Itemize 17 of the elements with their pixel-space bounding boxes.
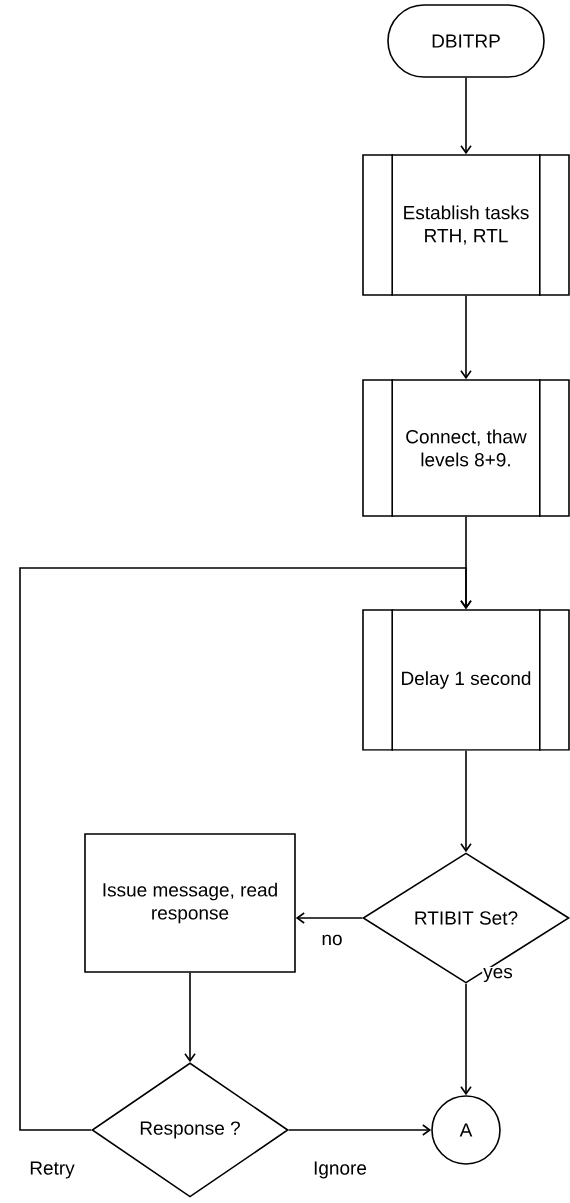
arrow xyxy=(460,983,472,1096)
arrow xyxy=(288,1124,432,1136)
predefined-process-box: Establish tasks RTH, RTL xyxy=(362,153,570,297)
arrow xyxy=(19,567,472,1131)
predefined-process-box: Connect, thaw levels 8+9. xyxy=(362,378,570,518)
terminal-box: DBITRP xyxy=(387,4,545,78)
edge-label: no xyxy=(320,933,344,947)
arrow xyxy=(460,77,472,155)
arrow xyxy=(460,750,472,853)
edge-label: yes xyxy=(482,966,514,984)
predefined-process-box: Delay 1 second xyxy=(362,608,570,752)
arrow xyxy=(184,972,196,1063)
edge-label: Ignore xyxy=(312,1160,368,1180)
process-box: Issue message, read response xyxy=(84,833,296,973)
edge-label: Retry xyxy=(28,1160,76,1180)
arrow xyxy=(295,912,363,924)
arrow xyxy=(460,295,472,380)
